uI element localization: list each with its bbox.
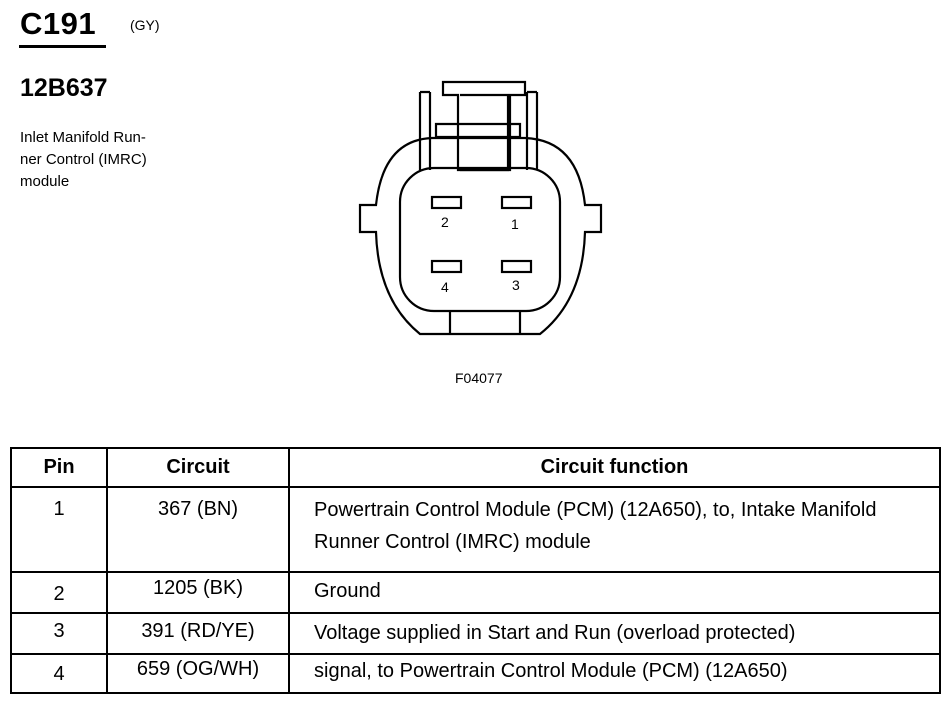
pin-label: 3	[512, 277, 520, 293]
function-cell: signal, to Powertrain Control Module (PC…	[288, 653, 941, 694]
connector-inner-face	[398, 166, 562, 313]
table-row: 1 367 (BN) Powertrain Control Module (PC…	[10, 486, 941, 573]
circuit-cell: 367 (BN)	[106, 486, 290, 573]
connector-color-code: (GY)	[130, 17, 160, 33]
connector-id: C191	[20, 6, 97, 41]
pin-4-terminal	[430, 259, 463, 274]
table-header-row: Pin Circuit Circuit function	[10, 447, 941, 488]
pin-3-terminal	[500, 259, 533, 274]
circuit-cell: 391 (RD/YE)	[106, 612, 290, 655]
connector-key	[448, 311, 522, 334]
table-row: 4 659 (OG/WH) signal, to Powertrain Cont…	[10, 653, 941, 694]
pin-label: 1	[511, 216, 519, 232]
pin-cell: 2	[10, 571, 108, 614]
pin-1-terminal	[500, 195, 533, 210]
column-header-circuit: Circuit	[106, 447, 290, 488]
table-row: 2 1205 (BK) Ground	[10, 571, 941, 614]
pin-label: 4	[441, 279, 449, 295]
function-cell: Voltage supplied in Start and Run (overl…	[288, 612, 941, 655]
connector-latch	[441, 80, 527, 172]
pin-cell: 1	[10, 486, 108, 573]
pin-cell: 4	[10, 653, 108, 694]
connector-outer-housing	[358, 136, 603, 336]
connector-id-underline	[19, 45, 106, 48]
pin-label: 2	[441, 214, 449, 230]
circuit-cell: 659 (OG/WH)	[106, 653, 290, 694]
table-row: 3 391 (RD/YE) Voltage supplied in Start …	[10, 612, 941, 655]
column-header-pin: Pin	[10, 447, 108, 488]
part-description-line: module	[20, 173, 70, 190]
pinout-table: Pin Circuit Circuit function 1 367 (BN) …	[10, 447, 941, 694]
function-cell: Powertrain Control Module (PCM) (12A650)…	[288, 486, 941, 573]
pin-2-terminal	[430, 195, 463, 210]
connector-latch-arm-left	[418, 90, 432, 170]
connector-face-diagram: 2 1 4 3	[358, 80, 603, 336]
part-description: Inlet Manifold Run- ner Control (IMRC) m…	[20, 127, 185, 193]
part-description-line: Inlet Manifold Run-	[20, 129, 146, 146]
part-description-line: ner Control (IMRC)	[20, 151, 147, 168]
part-number: 12B637	[20, 74, 108, 102]
figure-id: F04077	[455, 370, 503, 386]
connector-latch-inner	[460, 93, 510, 172]
column-header-circuit-function: Circuit function	[288, 447, 941, 488]
circuit-cell: 1205 (BK)	[106, 571, 290, 614]
pin-cell: 3	[10, 612, 108, 655]
connector-latch-arm-right	[525, 90, 539, 170]
function-cell: Ground	[288, 571, 941, 614]
